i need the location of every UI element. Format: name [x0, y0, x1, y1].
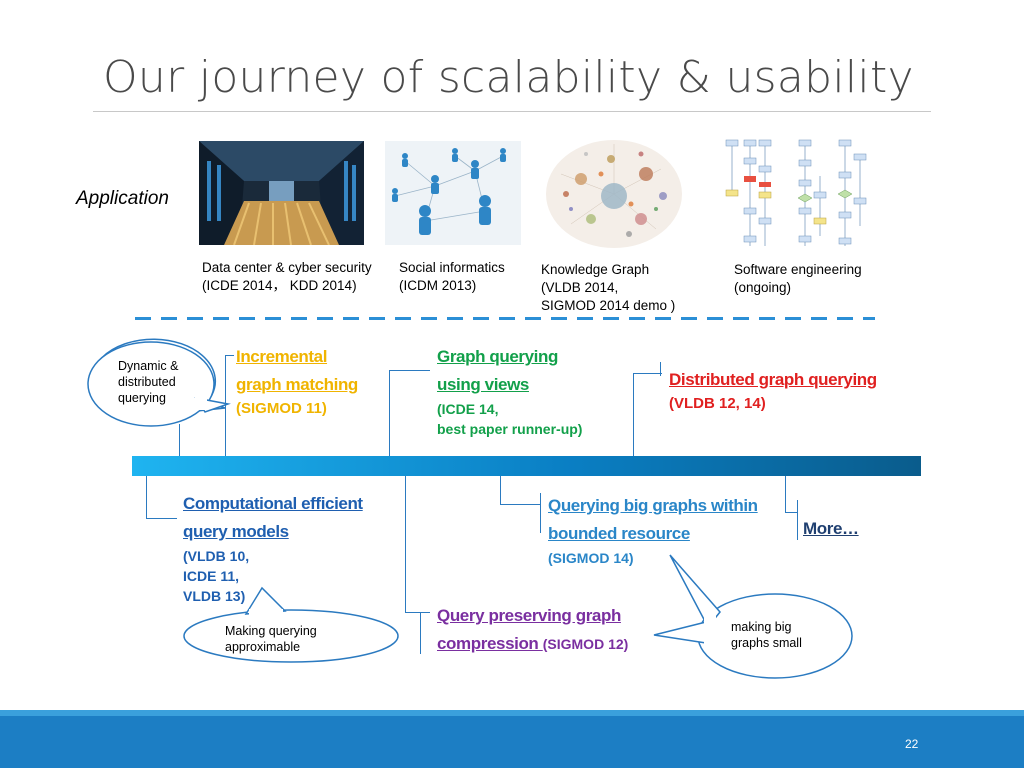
topic-more-title[interactable]: More…: [803, 519, 859, 538]
topic-incremental-venue: (SIGMOD 11): [236, 400, 327, 417]
topic-compression-venue: (SIGMOD 12): [542, 636, 629, 652]
bubble-approx-shape: [183, 609, 399, 663]
bubble-small-text: making big graphs small: [731, 620, 802, 650]
timeline-bar: [132, 456, 921, 476]
connector-more-end: [797, 500, 798, 540]
connector-compression-end: [420, 612, 421, 654]
topic-compression: Query preserving graph compression (SIGM…: [437, 602, 628, 659]
topic-incremental: Incremental graph matching (SIGMOD 11): [236, 343, 358, 419]
connector-incremental: [225, 355, 234, 457]
connector-more: [785, 476, 798, 513]
footer-stripe: [0, 710, 1024, 716]
topic-incremental-title: Incremental graph matching: [236, 347, 358, 394]
connector-distributed: [633, 373, 662, 457]
connector-bounded: [500, 476, 541, 505]
page-title: Our journey of scalability & usability: [103, 52, 914, 103]
topic-bounded-venue: (SIGMOD 14): [548, 550, 634, 566]
connector-bounded-end: [540, 493, 541, 533]
compression-title-line2: compression: [437, 634, 543, 653]
footer-bar: [0, 716, 1024, 768]
topic-views: Graph querying using views (ICDE 14, bes…: [437, 343, 582, 439]
app-caption-knowledge-graph: Knowledge Graph (VLDB 2014, SIGMOD 2014 …: [541, 262, 676, 313]
data-center-image: [199, 141, 364, 245]
topic-computational-title: Computational efficient query models: [183, 494, 363, 541]
topic-bounded: Querying big graphs within bounded resou…: [548, 492, 758, 568]
topic-more: More…: [803, 515, 859, 543]
topic-computational: Computational efficient query models (VL…: [183, 490, 363, 606]
connector-dynamic: [179, 424, 180, 456]
connector-distributed-tick: [660, 362, 661, 376]
topic-views-venue: (ICDE 14, best paper runner-up): [437, 401, 583, 437]
topic-bounded-title: Querying big graphs within bounded resou…: [548, 496, 758, 543]
topic-compression-title: Query preserving graph: [437, 602, 628, 630]
app-caption-software: Software engineering (ongoing): [734, 262, 862, 295]
app-caption-social: Social informatics (ICDM 2013): [399, 260, 505, 293]
bubble-approx-text: Making querying approximable: [225, 624, 317, 654]
topic-compression-line2: compression (SIGMOD 12): [437, 630, 628, 659]
title-divider: [93, 111, 931, 112]
topic-views-title: Graph querying using views: [437, 347, 558, 394]
topic-distributed-title: Distributed graph querying: [669, 370, 877, 389]
connector-views: [389, 370, 430, 457]
topic-distributed: Distributed graph querying (VLDB 12, 14): [669, 366, 877, 414]
knowledge-graph-image: [541, 134, 688, 252]
topic-distributed-venue: (VLDB 12, 14): [669, 395, 766, 412]
dashed-separator: [135, 317, 875, 320]
connector-compression: [405, 476, 430, 613]
app-caption-data-center: Data center & cyber security (ICDE 2014，…: [202, 260, 372, 293]
topic-computational-venue: (VLDB 10, ICDE 11, VLDB 13): [183, 548, 250, 604]
application-label: Application: [76, 188, 169, 209]
social-network-image: [385, 141, 521, 245]
bubble-dynamic-text: Dynamic & distributed querying: [118, 359, 179, 405]
software-flowchart-image: [720, 136, 872, 250]
connector-computational: [146, 476, 177, 519]
page-number: 22: [905, 737, 919, 751]
compression-title-line1: Query preserving graph: [437, 606, 621, 625]
